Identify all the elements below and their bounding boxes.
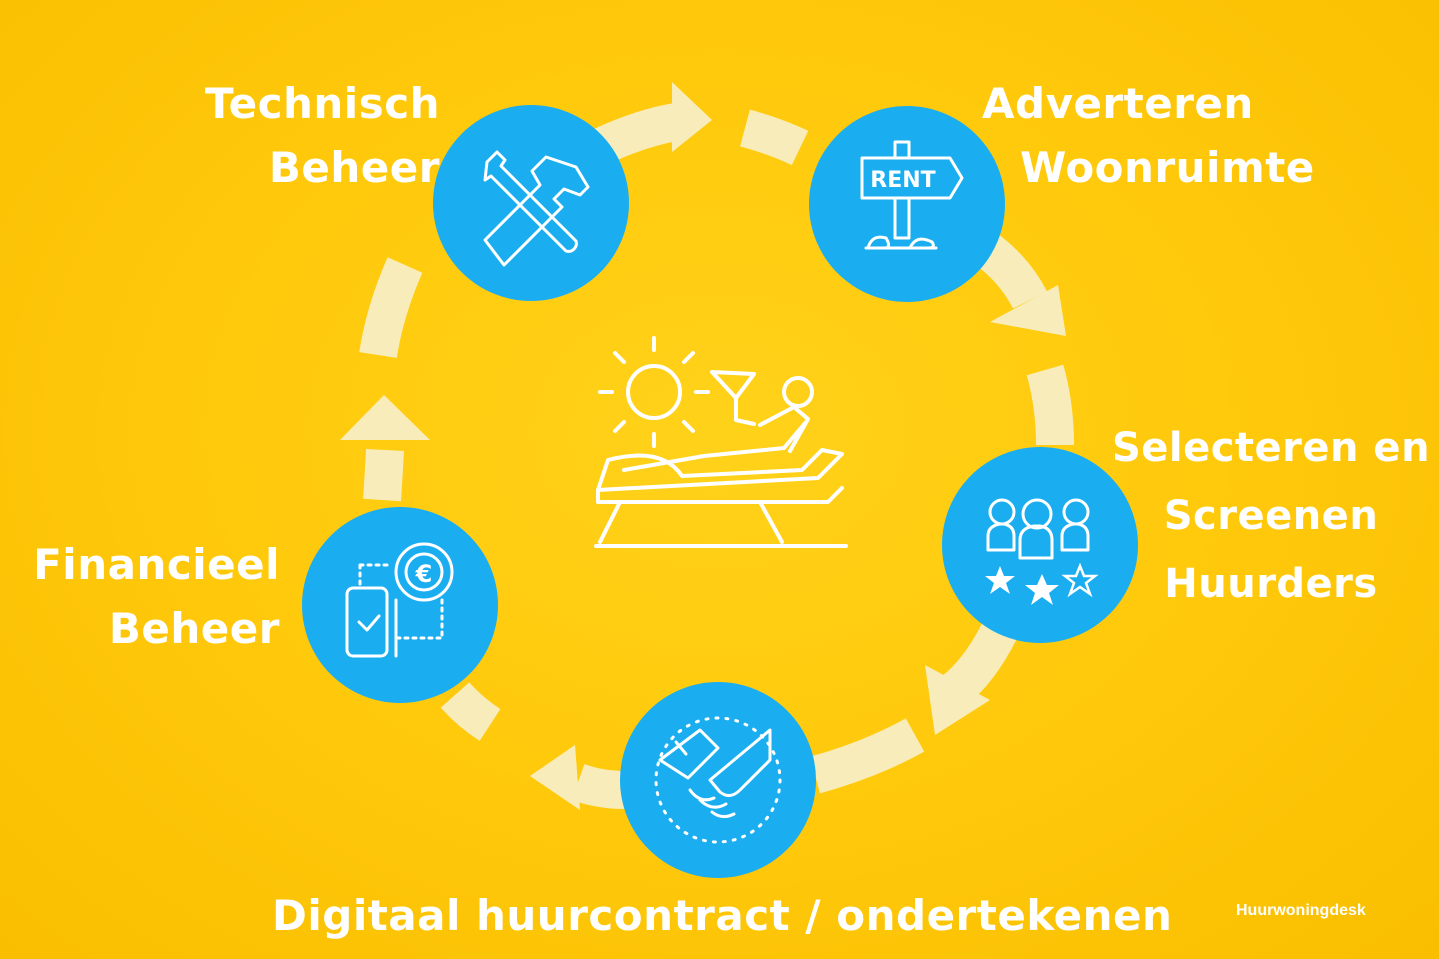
node-adverteren: RENT: [809, 106, 1005, 302]
people-rating-icon: [986, 498, 1090, 560]
label-adverteren-line2: Woonruimte: [1020, 143, 1315, 192]
label-financieel-line2: Beheer: [108, 604, 280, 653]
payment-icon: [345, 542, 454, 658]
cycle-arrowheads: [340, 82, 1066, 810]
node-financieel: €: [302, 507, 498, 703]
brand-logo-text: Huurwoningdesk: [1236, 902, 1366, 919]
arrowhead-top: [672, 82, 712, 152]
ring-segment-right-upper: [973, 232, 1047, 309]
node-technisch: [433, 105, 629, 301]
label-financieel-line1: Financieel: [33, 540, 280, 589]
ring-segment-bottom-right: [942, 621, 1017, 705]
tools-icon: [483, 150, 590, 267]
label-adverteren-line1: Adverteren: [982, 79, 1254, 128]
handshake-icon: [654, 716, 782, 844]
label-selecteren: Selecteren en Screenen Huurders: [1106, 414, 1436, 618]
node-selecteren: [942, 447, 1138, 643]
label-digitaal: Digitaal huurcontract / ondertekenen: [272, 884, 1172, 948]
ring-segment-left-2: [359, 257, 423, 359]
ring-segment-right: [1026, 364, 1074, 446]
label-technisch-line1: Technisch: [205, 79, 440, 128]
arrowhead-bottom-right: [925, 665, 990, 735]
ring-segment-left: [363, 449, 404, 502]
arrowhead-bottom-left: [530, 745, 580, 810]
relaxing-person-icon: [594, 336, 848, 548]
node-digitaal: [620, 682, 816, 878]
ring-segment-bottom-right-2: [809, 718, 925, 794]
label-financieel: Financieel Beheer: [30, 533, 280, 661]
label-technisch-line2: Beheer: [268, 143, 440, 192]
ring-segment-bottom-left: [571, 764, 626, 809]
ring-segment-top: [589, 103, 680, 166]
label-digitaal-line1: Digitaal huurcontract / ondertekenen: [272, 891, 1173, 940]
ring-segment-top-2: [739, 109, 809, 166]
ring-segment-bottom-left-2: [440, 682, 501, 741]
euro-symbol: €: [415, 560, 433, 588]
label-adverteren: Adverteren Woonruimte: [982, 72, 1315, 200]
rent-sign-icon: [860, 140, 964, 250]
label-selecteren-line2: Screenen: [1163, 493, 1379, 539]
rent-sign-text: RENT: [870, 168, 935, 193]
star-icons: [985, 562, 1099, 605]
arrowhead-left: [340, 395, 430, 440]
arrowhead-right-upper: [990, 285, 1066, 336]
label-selecteren-line3: Huurders: [1164, 561, 1378, 607]
label-technisch: Technisch Beheer: [160, 72, 440, 200]
label-selecteren-line1: Selecteren en: [1111, 425, 1431, 471]
